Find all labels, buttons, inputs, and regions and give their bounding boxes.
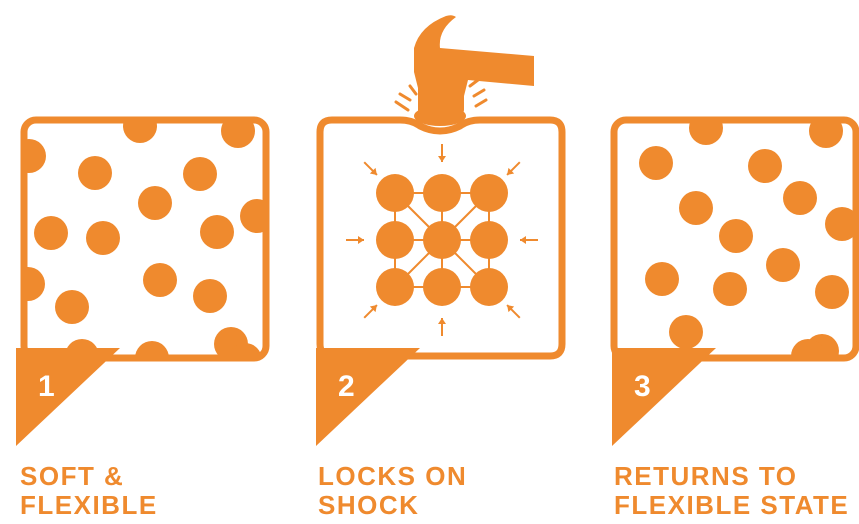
particle [55, 290, 89, 324]
particle [645, 262, 679, 296]
caption-locks-on-shock: LOCKS ON SHOCK [318, 462, 467, 520]
impact-line [410, 86, 416, 94]
particle [12, 139, 46, 173]
impact-line [476, 100, 486, 106]
particle [713, 272, 747, 306]
particle-group [11, 109, 274, 377]
caption-line: SOFT & [20, 462, 158, 491]
particle-group [639, 111, 859, 373]
impact-line [470, 80, 478, 86]
caption-soft-flexible: SOFT & FLEXIBLE [20, 462, 158, 520]
step-flag [612, 348, 716, 446]
impact-line [474, 90, 484, 96]
step-number: 3 [634, 370, 651, 403]
caption-returns-to-flexible-state: RETURNS TO FLEXIBLE STATE [614, 462, 849, 520]
locked-particle [423, 268, 461, 306]
locked-particle [470, 268, 508, 306]
compression-arrowhead [438, 156, 446, 162]
caption-line: SHOCK [318, 491, 467, 520]
step-number: 2 [338, 370, 355, 403]
step-number: 1 [38, 370, 55, 403]
particle [766, 248, 800, 282]
particle [78, 156, 112, 190]
particle [719, 219, 753, 253]
particle [689, 111, 723, 145]
particle [783, 181, 817, 215]
locked-particle [376, 174, 414, 212]
locked-particle [470, 221, 508, 259]
locked-particle [376, 221, 414, 259]
compression-arrowhead [438, 318, 446, 324]
locked-particle [423, 174, 461, 212]
particle [815, 275, 849, 309]
compression-arrowhead [358, 236, 364, 244]
particle [639, 146, 673, 180]
impact-line [396, 102, 408, 110]
locked-particle [423, 221, 461, 259]
particle [138, 186, 172, 220]
panel-3 [614, 111, 859, 373]
caption-line: FLEXIBLE [20, 491, 158, 520]
particle [86, 221, 120, 255]
step-flag-3: 3 [612, 348, 716, 446]
particle [34, 216, 68, 250]
panel-2 [320, 120, 562, 356]
caption-line: LOCKS ON [318, 462, 467, 491]
particle [193, 279, 227, 313]
step-flag-1: 1 [16, 348, 120, 446]
compression-arrowhead [520, 236, 526, 244]
particle [748, 149, 782, 183]
locked-particle [470, 174, 508, 212]
particle [679, 191, 713, 225]
step-flag-2: 2 [316, 348, 420, 446]
hammer-icon [414, 15, 534, 126]
locked-particle [376, 268, 414, 306]
impact-line [400, 94, 410, 100]
step-flag [16, 348, 120, 446]
hammer-neck [418, 84, 464, 114]
particle [200, 215, 234, 249]
particle [669, 315, 703, 349]
particle [183, 157, 217, 191]
particle [143, 263, 177, 297]
caption-line: FLEXIBLE STATE [614, 491, 849, 520]
step-flag [316, 348, 420, 446]
particle [11, 267, 45, 301]
caption-line: RETURNS TO [614, 462, 849, 491]
particle [123, 109, 157, 143]
panel-1 [11, 109, 274, 377]
